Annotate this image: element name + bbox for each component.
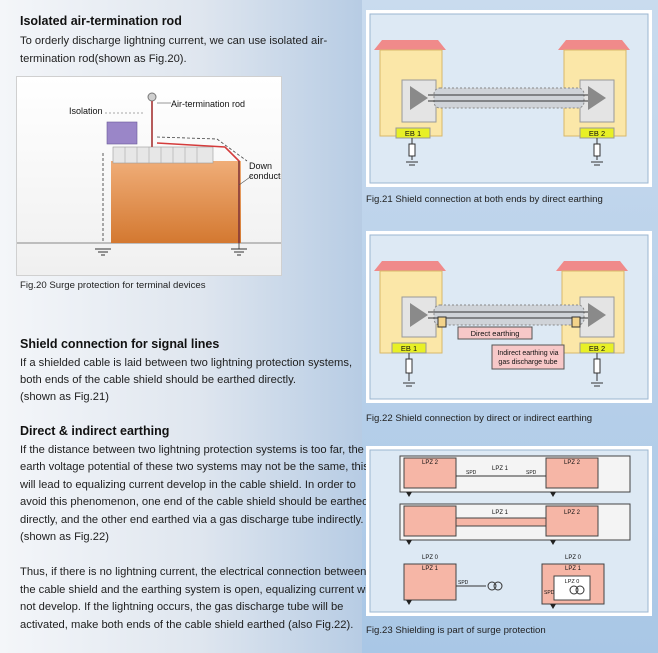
figure-21-drawing: EB 1 EB 2 <box>369 13 649 184</box>
figure-21-caption: Fig.21 Shield connection at both ends by… <box>366 194 603 205</box>
label-isolation: Isolation <box>69 106 103 116</box>
paragraph-line: termination rod(shown as Fig.20). <box>20 53 187 65</box>
section-title-isolated-rod: Isolated air-termination rod <box>20 14 182 28</box>
paragraph-line: the cable shield and the earthing system… <box>20 584 373 596</box>
spd-label: SPD <box>526 470 537 476</box>
paragraph-line: earth voltage potential of these two sys… <box>20 461 369 473</box>
paragraph-line: (shown as Fig.22) <box>20 531 109 543</box>
section-title-direct-indirect: Direct & indirect earthing <box>20 424 170 438</box>
paragraph-line: will lead to equalizing current develop … <box>20 479 356 491</box>
paragraph-line: avoid this phenomenon, one end of the ca… <box>20 496 369 508</box>
label-conductor: conductor <box>249 171 281 181</box>
figure-23: LPZ 1 LPZ 2 LPZ 2 SPD SPD LPZ 1 LPZ 2 LP… <box>366 446 652 616</box>
spd-label: SPD <box>544 590 555 596</box>
section-title-shield-connection: Shield connection for signal lines <box>20 337 220 351</box>
eb1-label: EB 1 <box>405 129 421 138</box>
lpz1-label: LPZ 1 <box>565 566 582 572</box>
figure-20-caption: Fig.20 Surge protection for terminal dev… <box>20 280 206 291</box>
label-indirect-earthing-2: gas discharge tube <box>498 359 557 366</box>
lpz2-label: LPZ 2 <box>564 460 581 466</box>
lpz2-label: LPZ 2 <box>422 460 439 466</box>
paragraph-line: not develop. If the lightning occurs, th… <box>20 601 344 613</box>
paragraph-line: If the distance between two lightning pr… <box>20 444 364 456</box>
lpz0-label: LPZ 0 <box>565 555 582 561</box>
lpz1-label: LPZ 1 <box>422 566 439 572</box>
spd-label: SPD <box>466 470 477 476</box>
figure-21: EB 1 EB 2 <box>366 10 652 187</box>
label-indirect-earthing-1: Indirect earthing via <box>497 350 558 357</box>
eb2-label: EB 2 <box>589 344 605 353</box>
figure-20: Isolation Air-termination rod Down condu… <box>16 76 289 276</box>
paragraph-line: activated, make both ends of the cable s… <box>20 619 354 631</box>
label-direct-earthing: Direct earthing <box>471 329 520 338</box>
paragraph-line: (shown as Fig.21) <box>20 391 109 403</box>
figure-22-drawing: EB 1 EB 2 Direct earthing Indirect earth… <box>369 234 649 400</box>
paragraph-line: If a shielded cable is laid between two … <box>20 357 353 369</box>
eb2-label: EB 2 <box>589 129 605 138</box>
lpz1-label: LPZ 1 <box>492 466 509 472</box>
figure-22: EB 1 EB 2 Direct earthing Indirect earth… <box>366 231 652 403</box>
lpz0-label: LPZ 0 <box>422 555 439 561</box>
label-air-termination-rod: Air-termination rod <box>171 99 245 109</box>
figure-20-drawing: Isolation Air-termination rod Down condu… <box>17 92 289 256</box>
figure-23-caption: Fig.23 Shielding is part of surge protec… <box>366 625 546 636</box>
spd-label: SPD <box>458 580 469 586</box>
paragraph-line: To orderly discharge lightning current, … <box>20 35 328 47</box>
label-down: Down <box>249 161 272 171</box>
lpz1-label: LPZ 1 <box>492 510 509 516</box>
eb1-label: EB 1 <box>401 344 417 353</box>
paragraph-line: directly, and the other end earthed via … <box>20 514 364 526</box>
figure-22-caption: Fig.22 Shield connection by direct or in… <box>366 413 593 424</box>
lpz2-label: LPZ 2 <box>564 510 581 516</box>
figure-23-drawing: LPZ 1 LPZ 2 LPZ 2 SPD SPD LPZ 1 LPZ 2 LP… <box>369 449 649 613</box>
paragraph-line: Thus, if there is no lightning current, … <box>20 566 367 578</box>
lpz0-label: LPZ 0 <box>565 579 580 585</box>
paragraph-line: both ends of the cable shield should be … <box>20 374 296 386</box>
